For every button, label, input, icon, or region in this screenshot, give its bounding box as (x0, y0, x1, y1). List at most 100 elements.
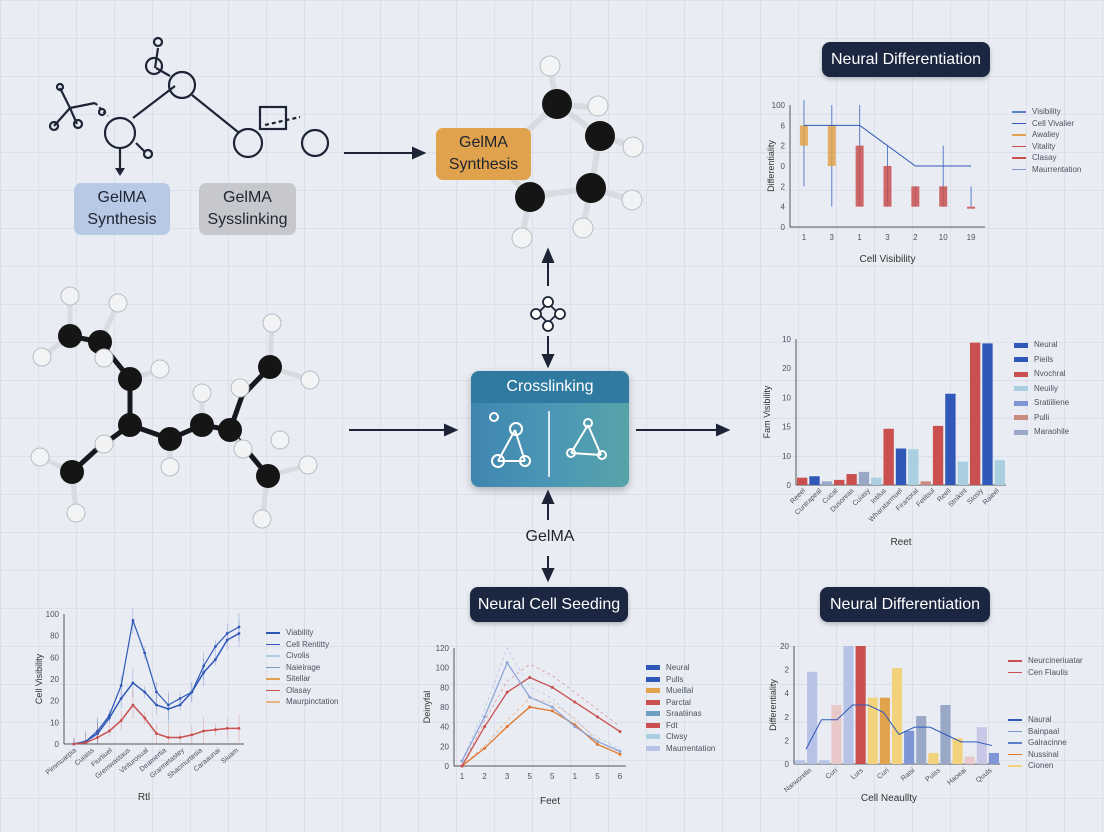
legend-swatch (646, 722, 660, 728)
crosslinking-title: Crosslinking (471, 371, 629, 403)
legend-item: Mueillal (646, 685, 715, 697)
x-tick-label: Curi (876, 767, 891, 781)
y-tick-label: 20 (440, 742, 449, 751)
legend-label: Maurrentation (1032, 164, 1082, 174)
box (827, 125, 836, 166)
y-tick-label: 0 (787, 481, 792, 490)
legend-label: Sraatiinas (666, 709, 702, 718)
legend-label: Parctal (666, 697, 691, 707)
legend-item: Maurrentation (1012, 164, 1081, 176)
y-tick-label: 80 (440, 683, 449, 692)
y-tick-label: 4 (785, 689, 790, 698)
x-tick-label: 5 (595, 772, 600, 781)
box (799, 125, 808, 146)
legend-label: Nvochral (1034, 369, 1066, 378)
legend-label: Neuiliy (1034, 383, 1059, 393)
bar (819, 760, 830, 764)
x-tick-label: 5 (550, 772, 555, 781)
legend-item: Pulls (646, 674, 715, 686)
bar (969, 342, 981, 485)
x-axis-label: Cell Neaullty (861, 793, 917, 804)
legend-item: Cell Vivalier (1012, 118, 1081, 130)
trend-line (803, 124, 972, 167)
legend-item: Neural (646, 662, 715, 674)
y-tick-label: 10 (782, 452, 791, 461)
legend-label: Civolis (286, 651, 310, 660)
flow-arrows (344, 146, 731, 583)
legend-swatch (646, 676, 660, 682)
x-axis-label: Rtl (138, 792, 150, 803)
y-tick-label: 100 (772, 101, 786, 110)
legend-item: Clasay (1012, 152, 1081, 164)
bar (807, 671, 818, 764)
y-tick-label: 60 (50, 653, 59, 662)
legend-item: Visibility (1012, 106, 1081, 118)
legend-label: Fdt (666, 720, 678, 730)
legend-swatch (1012, 157, 1026, 159)
legend-item: Neural (1014, 338, 1069, 353)
bar (908, 449, 919, 485)
legend-label: Vitality (1032, 141, 1056, 151)
y-tick-label: 10 (50, 718, 59, 727)
y-axis-label: Fam Visibility (762, 385, 772, 438)
gelma-synthesis-box: GelMA Synthesis (74, 183, 170, 235)
y-tick-label: 0 (781, 223, 786, 232)
legend-label: Bainpaal (1028, 726, 1060, 736)
legend-item: Galracinne (1008, 737, 1067, 749)
bar (928, 752, 939, 764)
legend-swatch (1012, 134, 1026, 136)
molecule-chain-atoms (30, 286, 320, 529)
legend-label: Olasay (286, 685, 311, 695)
legend-label: Visibility (1032, 107, 1061, 116)
legend-swatch (1012, 145, 1026, 147)
legend-item: Sraatiinas (646, 708, 715, 720)
confidence-line (461, 647, 621, 761)
bar (957, 461, 968, 485)
legend-item: Fdt (646, 720, 715, 732)
y-tick-label: 2 (781, 142, 786, 151)
y-axis-label: Deinyfal (422, 691, 432, 724)
legend-swatch (646, 699, 660, 705)
series-line (461, 676, 621, 767)
legend-label: Maraohile (1034, 427, 1070, 436)
y-tick-label: 40 (440, 723, 449, 732)
legend-item: Neurcineriuatar (1008, 655, 1083, 667)
legend-item: Maraohile (1014, 425, 1069, 440)
legend-label: Neural (666, 663, 690, 672)
gelma-synthesis-center-box: GelMA Synthesis (436, 128, 531, 180)
legend-label: Viability (286, 628, 314, 637)
legend-swatch (646, 734, 660, 740)
x-tick-label: Haoeai (946, 767, 968, 787)
x-tick-label: 1 (802, 233, 807, 242)
chart-visibility-bars: 01015102010ReeelCuntrapealCucatDusoreasC… (762, 335, 1006, 547)
legend-item: Nussinal (1008, 749, 1067, 761)
legend-swatch (1008, 765, 1022, 767)
legend-item: Naural (1008, 714, 1067, 726)
legend-item: Vitality (1012, 141, 1081, 153)
x-tick-label: 3 (885, 233, 890, 242)
x-tick-label: Siuam (220, 747, 240, 765)
legend-swatch (1014, 415, 1028, 421)
box (855, 145, 864, 207)
x-tick-label: Puiss (924, 767, 942, 784)
y-tick-label: 20 (780, 642, 789, 651)
bar (916, 716, 927, 764)
bar (994, 460, 1005, 485)
bar (831, 705, 842, 764)
y-tick-label: 120 (436, 644, 450, 653)
bar (809, 476, 820, 485)
crosslinking-icons (489, 411, 607, 477)
y-tick-label: 10 (782, 393, 791, 402)
synthesis-schematic (48, 36, 330, 168)
y-tick-label: 80 (440, 703, 449, 712)
bar (932, 425, 944, 485)
legend-swatch (1014, 386, 1028, 392)
